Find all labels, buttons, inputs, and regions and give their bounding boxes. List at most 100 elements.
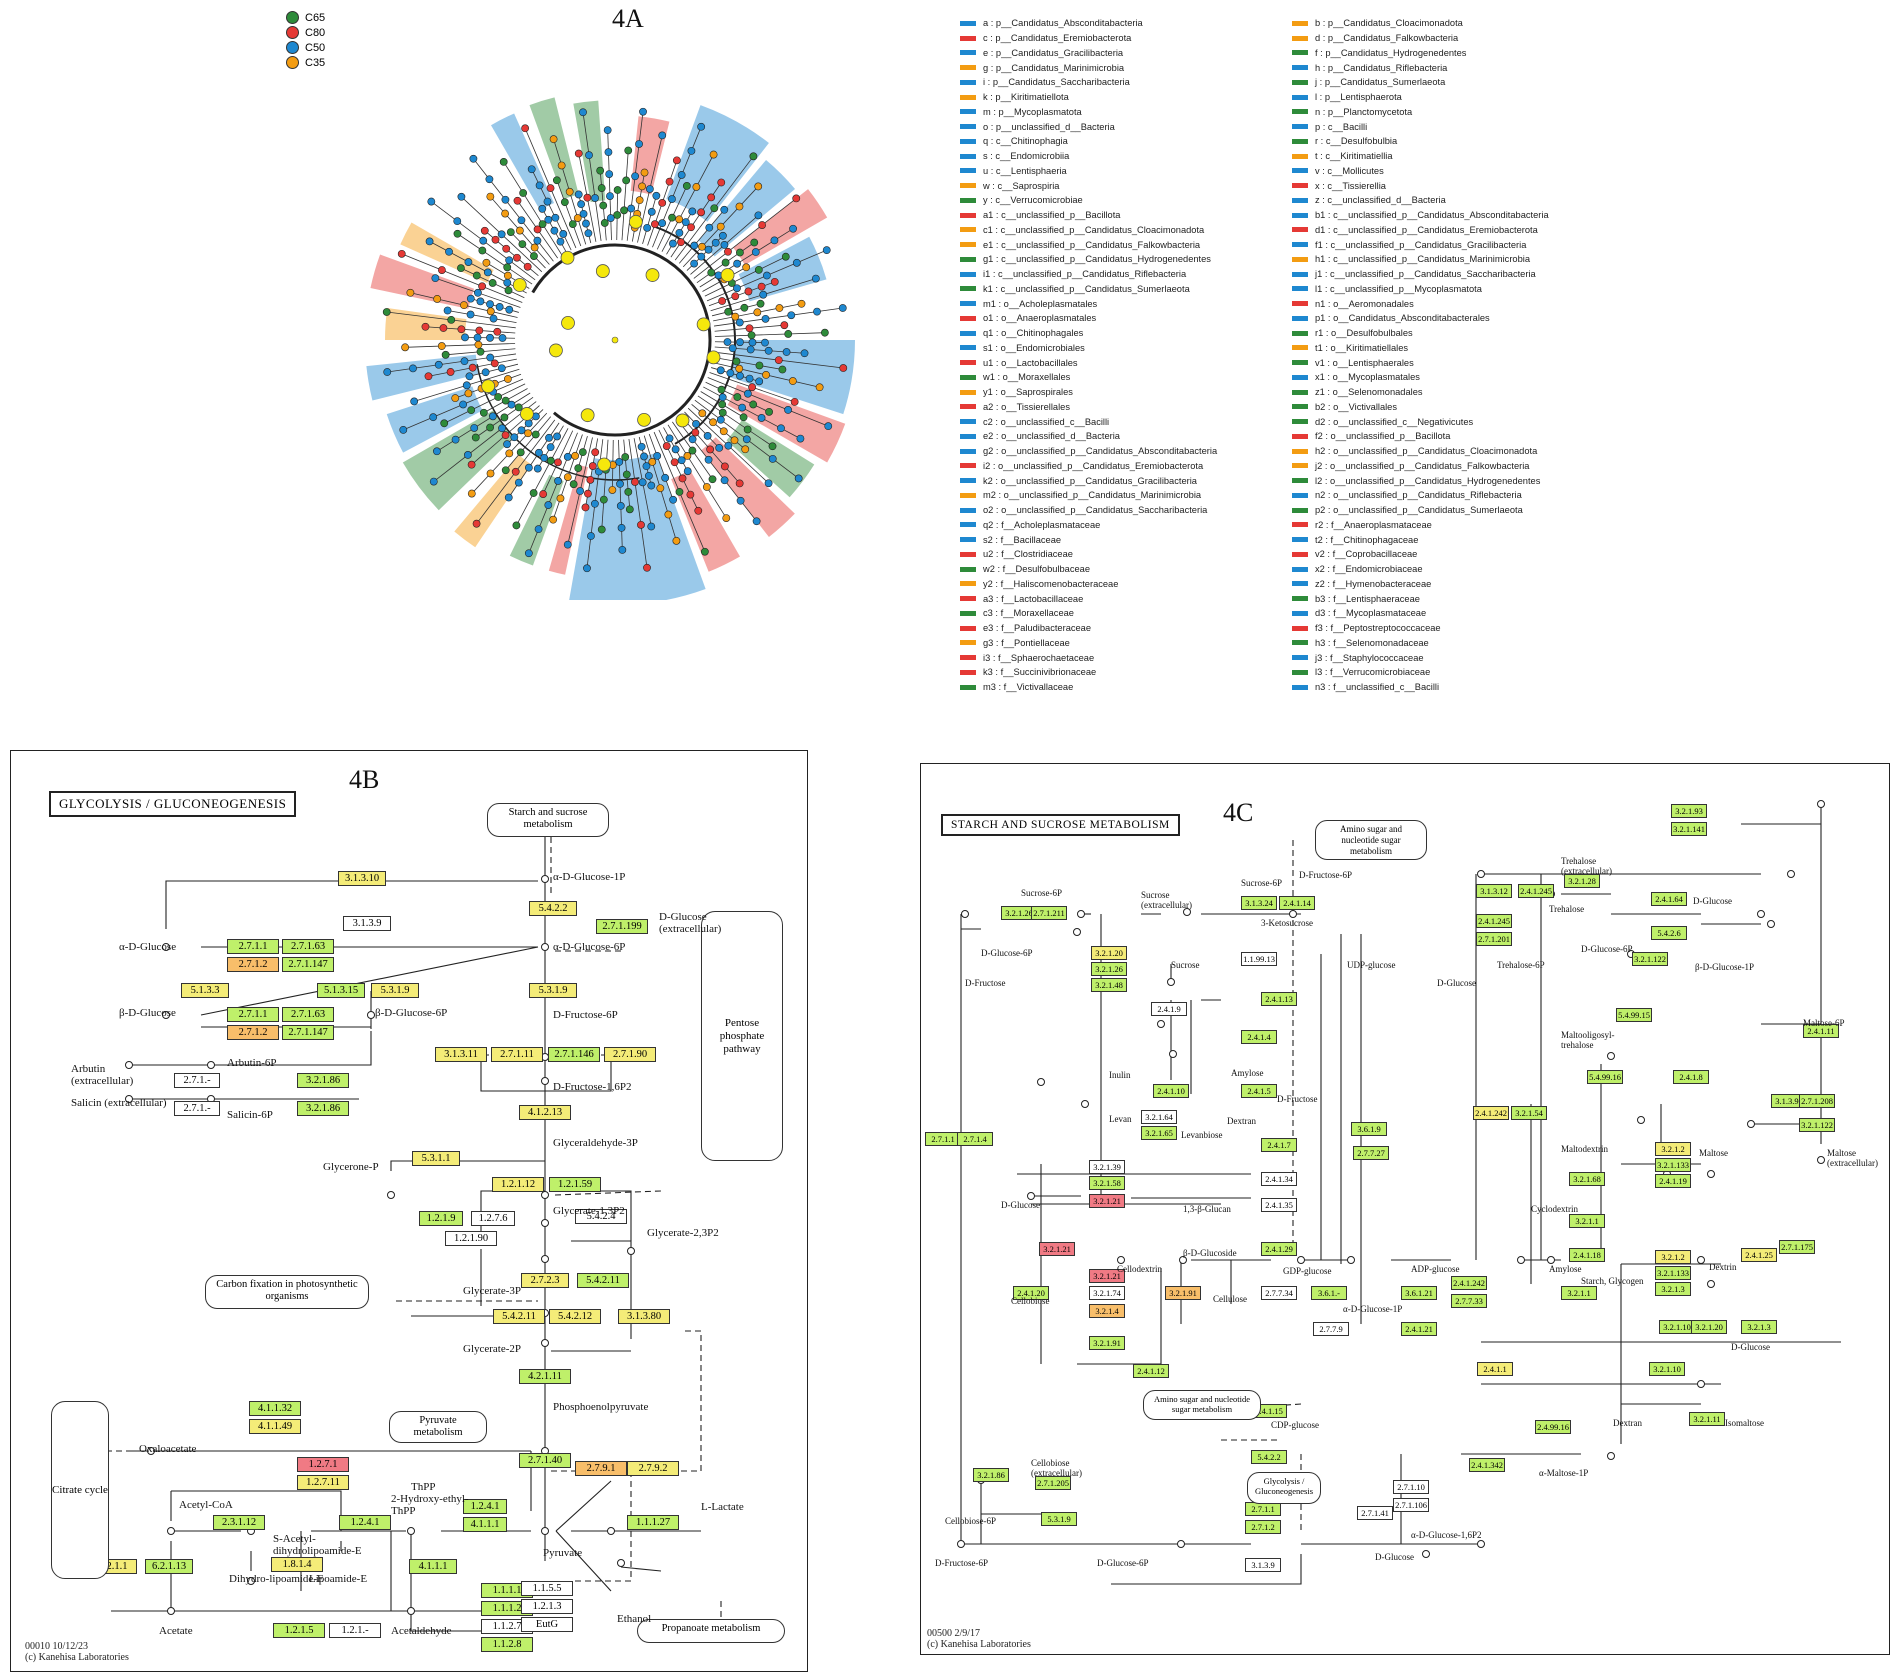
cladogram-branch <box>573 436 588 485</box>
taxon-node <box>690 259 699 268</box>
taxon-node <box>672 156 681 165</box>
compound-node <box>167 1607 175 1615</box>
taxon-color-swatch <box>960 197 976 203</box>
enzyme-box: 3.2.1.74 <box>1089 1286 1125 1300</box>
taxon-node <box>523 262 532 271</box>
taxon-node <box>616 480 624 488</box>
glycolysis-map-footer: 00010 10/12/23 (c) Kanehisa Laboratories <box>25 1641 129 1663</box>
taxon-node <box>800 349 809 358</box>
taxon-legend-item: u : c__Lentisphaeria <box>960 164 1480 179</box>
taxon-color-swatch <box>960 478 976 484</box>
taxon-node <box>591 194 599 202</box>
taxon-color-swatch <box>1292 20 1308 26</box>
taxon-node <box>497 364 506 373</box>
taxon-node <box>754 211 763 220</box>
taxon-legend-label: o1 : o__Anaeroplasmatales <box>983 313 1097 324</box>
taxon-legend-label: l1 : c__unclassified_p__Mycoplasmatota <box>1315 283 1482 294</box>
taxon-color-swatch <box>960 389 976 395</box>
taxon-legend-label: b3 : f__Lentisphaeraceae <box>1315 593 1420 604</box>
enzyme-box: 2.7.1.- <box>174 1101 220 1116</box>
taxon-color-swatch <box>960 227 976 233</box>
enzyme-box: 3.2.1.64 <box>1141 1110 1177 1124</box>
map-link-pyruvate: Pyruvate metabolism <box>389 1411 487 1443</box>
taxon-legend-item: y : c__Verrucomicrobiae <box>960 193 1480 208</box>
taxon-color-swatch <box>1292 109 1308 115</box>
taxon-color-swatch <box>1292 360 1308 366</box>
enzyme-box: 3.2.1.1 <box>1569 1214 1605 1228</box>
taxon-color-swatch <box>960 138 976 144</box>
enzyme-box: 3.6.1.9 <box>1351 1122 1387 1136</box>
taxon-node <box>483 268 492 277</box>
map-link-pentose-phosphate: Pentose phosphate pathway <box>701 911 783 1161</box>
compound-label: Acetaldehyde <box>391 1625 452 1637</box>
enzyme-box: 5.4.2.6 <box>1651 926 1687 940</box>
taxon-node <box>475 326 484 335</box>
taxon-color-swatch <box>1292 419 1308 425</box>
taxon-node <box>824 422 833 431</box>
taxon-node <box>606 192 614 200</box>
taxon-node <box>724 441 733 450</box>
taxon-legend-item: m : p__Mycoplasmatota <box>960 105 1480 120</box>
taxon-node <box>665 177 674 186</box>
enzyme-box: 1.2.4.1 <box>339 1515 391 1530</box>
taxon-node <box>583 564 591 573</box>
cladogram-branch <box>652 126 702 248</box>
taxon-color-swatch <box>1292 655 1308 661</box>
compound-node <box>617 1559 625 1567</box>
compound-node <box>1183 908 1191 916</box>
taxon-node <box>754 265 763 274</box>
taxon-legend-item: c2 : o__unclassified_c__Bacilli <box>960 414 1480 429</box>
taxon-legend-label: t : c__Kiritimatiellia <box>1315 151 1393 162</box>
compound-label: D-Glucose-6P <box>981 948 1033 958</box>
group-color-dot <box>286 41 299 54</box>
taxon-legend-label: e3 : f__Paludibacteraceae <box>983 623 1092 634</box>
taxon-node <box>648 458 657 466</box>
taxon-node <box>820 328 829 337</box>
compound-label: D-Glucose <box>1437 978 1476 988</box>
taxon-legend-label: r : c__Desulfobulbia <box>1315 136 1398 147</box>
cladogram-branch <box>457 233 533 285</box>
taxon-legend-item: g1 : c__unclassified_p__Candidatus_Hydro… <box>960 252 1480 267</box>
taxon-node <box>429 413 438 422</box>
taxon-color-swatch <box>960 566 976 572</box>
compound-node <box>541 1077 549 1085</box>
taxon-legend-item: l2 : o__unclassified_p__Candidatus_Hydro… <box>1292 473 1812 488</box>
enzyme-box: 2.4.1.19 <box>1655 1174 1691 1188</box>
taxon-legend-label: l : p__Lentisphaerota <box>1315 92 1402 103</box>
taxon-node <box>706 445 715 454</box>
taxon-node <box>650 220 659 229</box>
taxon-node <box>690 241 699 250</box>
taxon-node <box>467 460 476 469</box>
taxon-color-swatch <box>960 183 976 189</box>
taxon-color-swatch <box>1292 271 1308 277</box>
taxon-color-swatch <box>1292 315 1308 321</box>
taxon-node <box>735 479 744 488</box>
taxon-legend-label: a3 : f__Lactobacillaceae <box>983 593 1084 604</box>
clade-highlight-sector <box>370 254 475 309</box>
compound-label: Trehalose <box>1549 904 1585 914</box>
taxon-node <box>797 299 806 308</box>
taxon-legend-label: a2 : o__Tissierellales <box>983 401 1070 412</box>
clade-highlight-sector <box>666 105 769 222</box>
taxon-node <box>627 204 636 213</box>
taxon-legend-label: g1 : c__unclassified_p__Candidatus_Hydro… <box>983 254 1211 265</box>
taxon-node <box>736 248 744 257</box>
taxon-node <box>709 418 717 427</box>
compound-node <box>1289 910 1297 918</box>
taxon-node <box>560 250 575 265</box>
taxon-legend-label: h : p__Candidatus_Riflebacteria <box>1315 62 1448 73</box>
taxon-color-swatch <box>1292 404 1308 410</box>
cladogram-branch <box>444 383 526 424</box>
taxon-legend-item: z1 : o__Selenomonadales <box>1292 385 1812 400</box>
taxon-node <box>549 135 558 144</box>
taxon-node <box>457 264 465 273</box>
enzyme-box: 2.7.1.205 <box>1035 1476 1071 1490</box>
taxon-node <box>485 175 494 184</box>
taxon-legend-item: x2 : f__Endomicrobiaceae <box>1292 562 1812 577</box>
enzyme-box: 3.2.1.133 <box>1655 1158 1691 1172</box>
taxon-node <box>507 400 516 409</box>
taxon-node <box>465 372 474 381</box>
taxon-node <box>718 400 727 409</box>
taxon-node <box>710 204 719 213</box>
taxon-node <box>668 213 676 222</box>
